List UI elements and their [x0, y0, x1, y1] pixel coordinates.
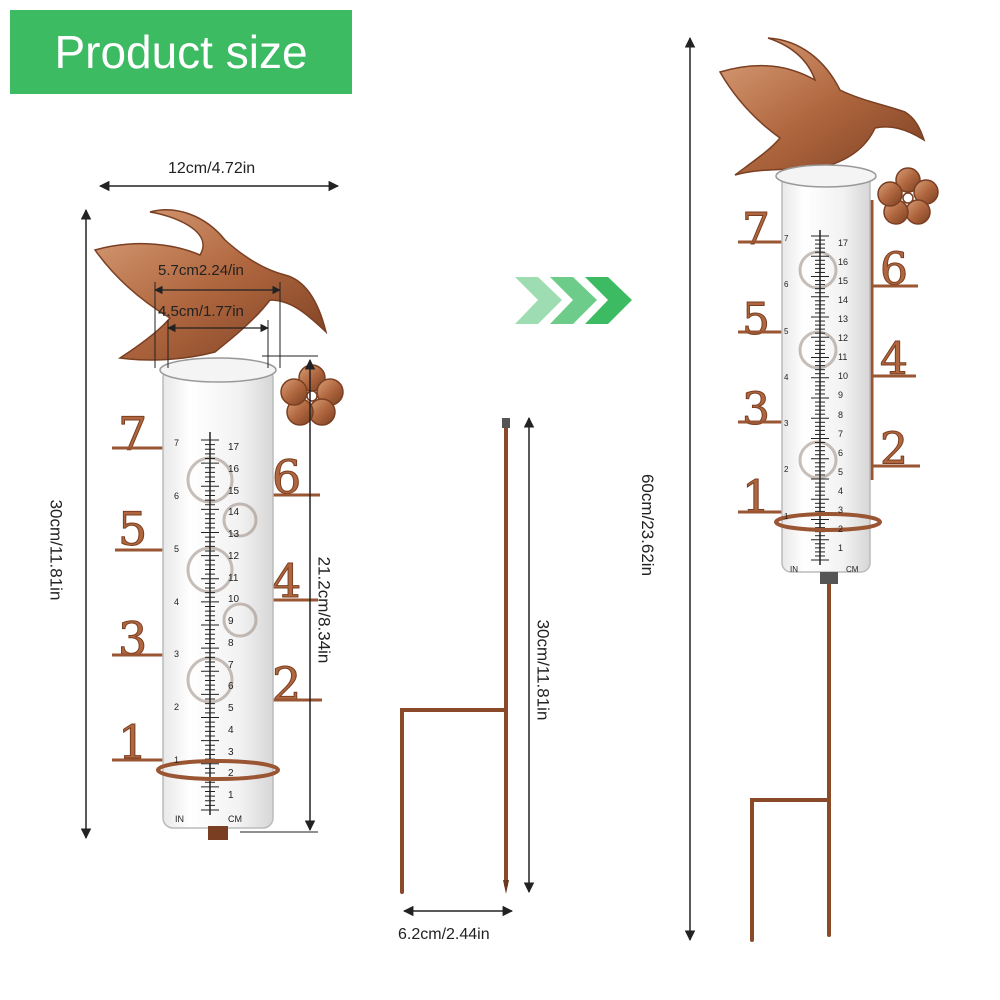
cm-scale-value: 1	[838, 542, 844, 553]
cm-scale-value: 5	[228, 703, 234, 715]
stake-height-label: 30cm/11.81in	[533, 619, 553, 721]
cm-scale-value: 13	[838, 314, 849, 325]
cm-scale-value: 11	[838, 352, 848, 363]
in-scale-value: 4	[174, 596, 180, 607]
in-scale-value: 7	[174, 438, 180, 448]
in-scale-value: 5	[784, 326, 789, 336]
in-scale-value: 3	[784, 419, 789, 429]
cm-scale-value: 7	[838, 428, 844, 439]
cm-scale-value: 12	[838, 333, 849, 344]
cm-scale-value: 5	[838, 466, 844, 477]
in-scale-value: 3	[174, 649, 180, 660]
top-outer-diameter-label: 5.7cm2.24/in	[158, 262, 244, 279]
cm-scale-value: 1	[228, 790, 234, 802]
cm-scale-value: 11	[228, 572, 239, 584]
svg-text:3: 3	[742, 384, 770, 435]
cm-unit-label: CM	[228, 814, 242, 824]
hummingbird-ornament-left	[93, 209, 328, 361]
flower-ornament-left	[280, 364, 344, 426]
numeral-5: 5	[118, 502, 147, 556]
gauge-numerals-right: 6 4 2	[272, 450, 302, 712]
cm-scale-value: 8	[838, 409, 844, 420]
cm-scale-value: 15	[228, 485, 240, 497]
tube-height-label: 21.2cm/8.34in	[314, 556, 334, 664]
cm-unit-label-right: CM	[846, 565, 859, 574]
cm-scale-value: 9	[838, 390, 844, 401]
cm-scale-value: 17	[838, 238, 849, 248]
in-scale-value: 1	[784, 511, 789, 521]
numeral-7: 7	[118, 407, 147, 461]
cm-scale-value: 4	[838, 485, 844, 496]
cm-scale-value: 12	[228, 550, 240, 562]
total-width-label: 12cm/4.72in	[168, 160, 256, 177]
cm-scale-value: 9	[228, 616, 234, 628]
cm-scale-value: 14	[838, 295, 849, 306]
stake-width-label: 6.2cm/2.44in	[398, 926, 490, 943]
svg-text:7: 7	[742, 204, 770, 255]
in-unit-label-right: IN	[790, 565, 798, 574]
in-scale-value: 2	[784, 465, 789, 475]
svg-text:1: 1	[742, 472, 770, 523]
flower-ornament-right	[877, 167, 939, 225]
in-scale-value: 2	[174, 702, 180, 713]
cm-scale-value: 14	[228, 507, 240, 519]
cm-scale-value: 2	[228, 768, 234, 780]
cm-scale-value: 8	[228, 637, 234, 649]
cm-scale-value: 3	[228, 746, 234, 758]
cm-scale-value: 6	[838, 447, 844, 458]
cm-scale-value: 16	[228, 463, 240, 475]
product-size-banner: Product size	[10, 10, 352, 94]
cm-scale-value: 10	[228, 594, 240, 606]
cm-scale-value: 3	[838, 504, 844, 515]
hummingbird-ornament-right	[718, 37, 926, 176]
in-scale-value: 6	[784, 280, 789, 290]
cm-scale-value: 10	[838, 371, 849, 382]
stake	[400, 420, 508, 894]
in-scale-value: 6	[174, 490, 180, 501]
numeral-2: 2	[272, 657, 301, 711]
top-inner-diameter-label: 4.5cm/1.77in	[158, 303, 244, 320]
cm-scale-value: 6	[228, 681, 234, 693]
cm-scale-value: 7	[228, 659, 234, 671]
cm-scale-value: 4	[228, 724, 234, 736]
numeral-3: 3	[118, 612, 147, 666]
in-unit-label: IN	[175, 814, 184, 824]
cm-scale-value: 16	[838, 257, 849, 268]
in-scale-value: 7	[784, 234, 789, 243]
assembled-height-label: 60cm/23.62in	[638, 473, 658, 577]
in-scale-value: 4	[784, 372, 789, 382]
cm-scale-value: 17	[228, 442, 240, 453]
in-scale-value: 5	[174, 543, 180, 554]
glass-tube-right	[781, 171, 871, 573]
in-scale-value: 1	[174, 755, 180, 766]
cm-scale-value: 13	[228, 529, 240, 541]
forward-arrow-icon	[515, 277, 632, 324]
svg-text:5: 5	[742, 294, 770, 345]
gauge-height-label: 30cm/11.81in	[46, 499, 66, 601]
cm-scale-value: 2	[838, 523, 844, 534]
cm-scale-value: 15	[838, 276, 849, 287]
gauge-numerals-left: 7 5 3 1	[118, 407, 148, 770]
